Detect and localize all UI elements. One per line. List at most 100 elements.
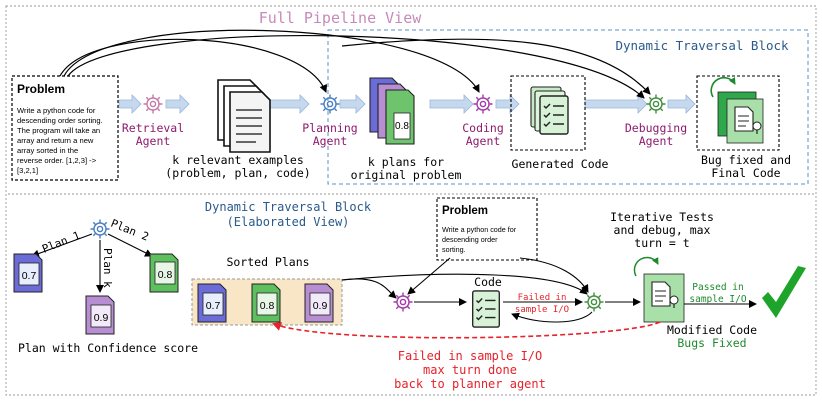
connector-to-debugging — [341, 38, 651, 95]
debugging-agent-label-1: Debugging — [625, 121, 687, 135]
dynamic-traversal-block-frame — [327, 29, 809, 185]
checklist-icon — [539, 95, 569, 135]
problem-line-2: descending order sorting. — [17, 116, 103, 125]
sorted-score-2: 0.8 — [260, 300, 275, 312]
bottom-problem-line-2: descending order — [442, 235, 498, 244]
coding-agent-icon — [473, 94, 493, 114]
sorted-plan-2 — [251, 283, 281, 323]
retrieval-agent-icon — [143, 94, 163, 114]
coding-agent-label-2: Agent — [466, 134, 501, 148]
failure-loop-arrow — [272, 321, 661, 339]
block-arrow-6 — [495, 94, 520, 114]
passed-2: sample I/O — [689, 294, 746, 305]
sorted-plan-1 — [197, 283, 227, 323]
block-arrow-4 — [339, 94, 366, 114]
problem-box-bottom: Problem Write a python code for descendi… — [436, 197, 538, 261]
sorted-plan-3 — [304, 283, 334, 323]
checkmark-icon — [762, 266, 806, 318]
plan-1-doc — [13, 253, 43, 293]
examples-caption-1: k relevant examples — [172, 153, 304, 167]
debugging-agent-icon — [646, 94, 666, 114]
documents-icon — [217, 79, 271, 153]
flow-arrows-top — [118, 94, 696, 114]
failed-back-2: max turn done — [423, 363, 517, 377]
planner-gear-icon — [90, 219, 110, 239]
problem-line-1: Write a python code for — [17, 106, 96, 115]
plan-k-score: 0.9 — [94, 312, 109, 324]
problem-line-7: [3,2,1] — [17, 166, 38, 175]
confidence-caption: Plan with Confidence score — [18, 341, 198, 355]
elaborated-title-1: Dynamic Traversal Block — [205, 200, 372, 214]
problem-line-3: The program will take an — [17, 126, 100, 135]
full-pipeline-title: Full Pipeline View — [259, 9, 423, 27]
plan-1-label: Plan 1 — [40, 229, 82, 256]
plan-score-top: 0.8 — [395, 121, 409, 132]
connector-problem-to-debugger — [519, 257, 589, 293]
plan-2-doc — [149, 253, 179, 293]
modified-code-1: Modified Code — [667, 323, 757, 337]
final-code-box — [696, 75, 780, 151]
coding-agent-icon-bottom — [393, 292, 413, 312]
plan-2-label: Plan 2 — [109, 217, 151, 244]
connector-debugger-back-to-code — [511, 311, 593, 323]
sorted-plans-label: Sorted Plans — [226, 255, 309, 269]
connector-problem-to-coding — [63, 29, 480, 93]
planning-agent-label-1: Planning — [302, 121, 357, 135]
failed-back-3: back to planner agent — [394, 377, 546, 391]
problem-line-4: array and return a new — [17, 136, 94, 145]
connector-sorted-to-debugger — [341, 273, 588, 295]
plan-k-label: Plan k — [101, 248, 114, 288]
problem-heading-top: Problem — [17, 82, 65, 96]
code-checklist-icon — [471, 290, 501, 328]
plan-k-doc — [85, 295, 115, 335]
generated-code-box — [510, 75, 586, 151]
failed-small-1: Failed in — [518, 293, 567, 303]
final-code-caption-2: Final Code — [711, 166, 780, 180]
modified-code-2: Bugs Fixed — [677, 336, 746, 350]
connector-sorted-to-coder — [341, 278, 397, 299]
retrieval-agent-label-1: Retrieval — [122, 121, 184, 135]
plan-tree-edges — [31, 233, 153, 293]
examples-caption-2: (problem, plan, code) — [165, 166, 310, 180]
planning-agent-icon — [320, 94, 340, 114]
planning-agent-label-2: Agent — [313, 134, 348, 148]
problem-line-5: array sorted in the — [17, 146, 78, 155]
problem-line-6: reverse order. [1,2,3] -> — [17, 156, 97, 165]
top-connectors — [59, 29, 651, 99]
debugging-agent-label-2: Agent — [639, 134, 674, 148]
block-arrow-3 — [269, 94, 310, 114]
bottom-problem-line-1: Write a python code for — [442, 225, 517, 234]
block-arrow-2 — [165, 94, 190, 114]
plans-stack-icon — [369, 77, 415, 145]
sorted-score-3: 0.9 — [313, 300, 328, 312]
modified-code-icon — [633, 256, 685, 323]
iterative-line-3: turn = t — [634, 236, 689, 250]
problem-heading-bottom: Problem — [442, 205, 488, 217]
sorted-score-1: 0.7 — [206, 300, 221, 312]
plan-1-score: 0.7 — [22, 270, 37, 282]
retrieval-agent-label-2: Agent — [136, 134, 171, 148]
final-code-caption-1: Bug fixed and — [701, 153, 791, 167]
debugging-agent-icon-bottom — [584, 292, 604, 312]
connector-problem-to-coder — [407, 257, 451, 295]
outer-frame — [5, 5, 817, 396]
generated-code-caption: Generated Code — [512, 157, 609, 171]
bottom-problem-line-3: sorting. — [442, 245, 466, 254]
passed-1: Passed in — [692, 282, 743, 293]
coding-agent-label-1: Coding — [462, 121, 504, 135]
block-arrow-7 — [584, 94, 648, 114]
failed-small-2: sample I/O — [515, 305, 569, 315]
iterative-line-1: Iterative Tests — [610, 210, 714, 224]
block-arrow-1 — [118, 94, 142, 114]
problem-box-top: Problem Write a python code for descendi… — [11, 75, 119, 181]
block-arrow-5 — [429, 94, 474, 114]
code-label: Code — [474, 275, 502, 289]
plan-2-score: 0.8 — [158, 269, 173, 281]
iterative-line-2: and debug, max — [614, 223, 711, 237]
elaborated-title-2: (Elaborated View) — [227, 215, 350, 229]
plans-caption-2: original problem — [351, 168, 462, 182]
failed-back-1: Failed in sample I/O — [398, 349, 543, 363]
dynamic-traversal-block-title: Dynamic Traversal Block — [615, 38, 789, 53]
plans-caption-1: k plans for — [368, 155, 444, 169]
